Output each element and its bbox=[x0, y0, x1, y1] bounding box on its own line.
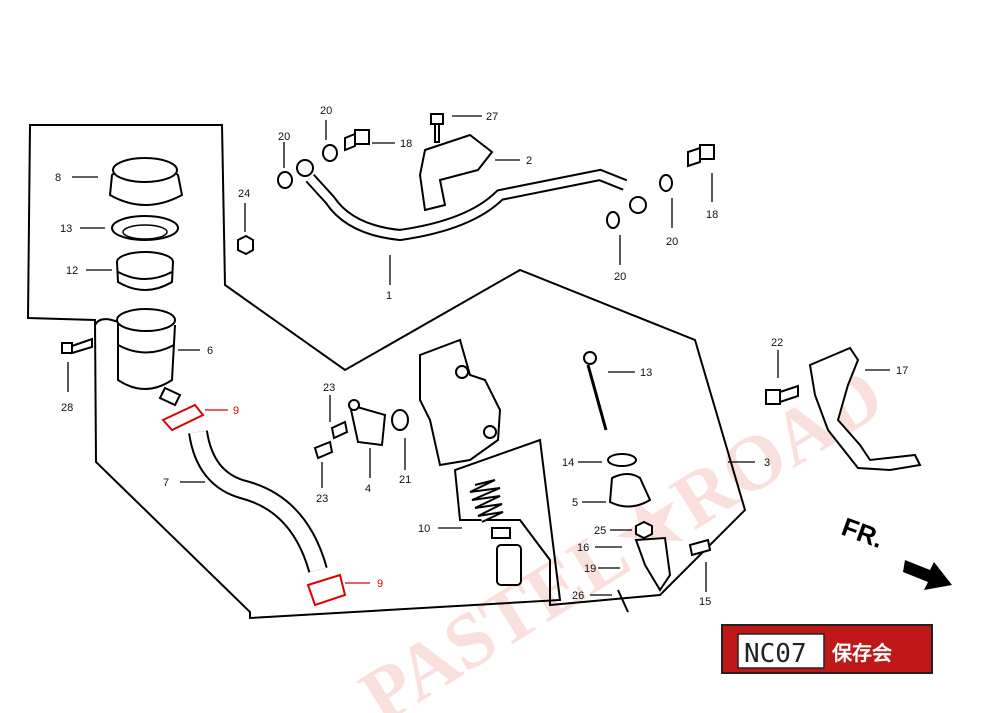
label-27: 27 bbox=[486, 111, 498, 123]
bolt-22 bbox=[765, 384, 799, 405]
label-6: 6 bbox=[207, 345, 213, 357]
label-21: 21 bbox=[399, 474, 411, 486]
badge-code: NC07 bbox=[744, 639, 807, 669]
label-7: 7 bbox=[163, 477, 169, 489]
sealing-washers bbox=[277, 144, 673, 229]
nut-24 bbox=[237, 234, 254, 256]
reservoir bbox=[94, 308, 182, 407]
hose-clip-upper bbox=[161, 403, 205, 432]
label-18a: 18 bbox=[400, 138, 412, 150]
label-1: 1 bbox=[386, 290, 392, 302]
label-17: 17 bbox=[896, 365, 908, 377]
brake-hose bbox=[296, 159, 647, 242]
label-14: 14 bbox=[562, 457, 574, 469]
label-20a: 20 bbox=[320, 105, 332, 117]
label-3: 3 bbox=[764, 457, 770, 469]
label-13b: 13 bbox=[640, 367, 652, 379]
pedal-bracket bbox=[808, 346, 922, 472]
front-direction-indicator: FR. bbox=[838, 512, 952, 590]
label-20c: 20 bbox=[666, 236, 678, 248]
label-9a: 9 bbox=[233, 405, 239, 417]
label-23b: 23 bbox=[316, 493, 328, 505]
label-4: 4 bbox=[365, 483, 371, 495]
label-18b: 18 bbox=[706, 209, 718, 221]
reservoir-cap bbox=[108, 157, 184, 206]
front-arrow-icon bbox=[903, 560, 952, 590]
label-9b: 9 bbox=[377, 578, 383, 590]
label-28: 28 bbox=[61, 402, 73, 414]
banjo-bolt-left bbox=[344, 129, 370, 152]
label-22: 22 bbox=[771, 337, 783, 349]
bolt-28 bbox=[61, 337, 93, 355]
callout-labels: 8 13 12 6 28 9 7 9 1 2 27 18 20 20 24 20… bbox=[55, 105, 908, 608]
bleeder-plate bbox=[313, 399, 409, 460]
label-24: 24 bbox=[238, 188, 250, 200]
hose-clamp bbox=[418, 133, 494, 212]
piston-spring bbox=[469, 479, 522, 586]
label-25: 25 bbox=[594, 525, 606, 537]
diaphragm-plate bbox=[111, 215, 179, 241]
badge-jp: 保存会 bbox=[831, 641, 892, 665]
label-8: 8 bbox=[55, 172, 61, 184]
label-10: 10 bbox=[418, 523, 430, 535]
label-16: 16 bbox=[577, 542, 589, 554]
pushrod bbox=[583, 351, 608, 431]
label-26: 26 bbox=[572, 590, 584, 602]
dust-boot bbox=[607, 453, 652, 508]
master-cylinder-body bbox=[419, 338, 502, 467]
front-label: FR. bbox=[838, 512, 888, 555]
leader-lines bbox=[67, 115, 890, 596]
label-13a: 13 bbox=[60, 223, 72, 235]
banjo-bolt-right bbox=[687, 144, 715, 168]
bolt-27 bbox=[430, 113, 444, 143]
label-2: 2 bbox=[526, 155, 532, 167]
label-19: 19 bbox=[584, 563, 596, 575]
label-5: 5 bbox=[572, 497, 578, 509]
label-23a: 23 bbox=[323, 382, 335, 394]
nc07-badge: NC07 保存会 bbox=[721, 624, 933, 674]
pushrod-joint bbox=[617, 520, 712, 613]
label-20b: 20 bbox=[278, 131, 290, 143]
diaphragm bbox=[116, 251, 174, 291]
hose-clip-lower bbox=[306, 573, 347, 607]
label-20d: 20 bbox=[614, 271, 626, 283]
label-12: 12 bbox=[66, 265, 78, 277]
assembly-outline bbox=[26, 124, 747, 620]
label-15: 15 bbox=[699, 596, 711, 608]
